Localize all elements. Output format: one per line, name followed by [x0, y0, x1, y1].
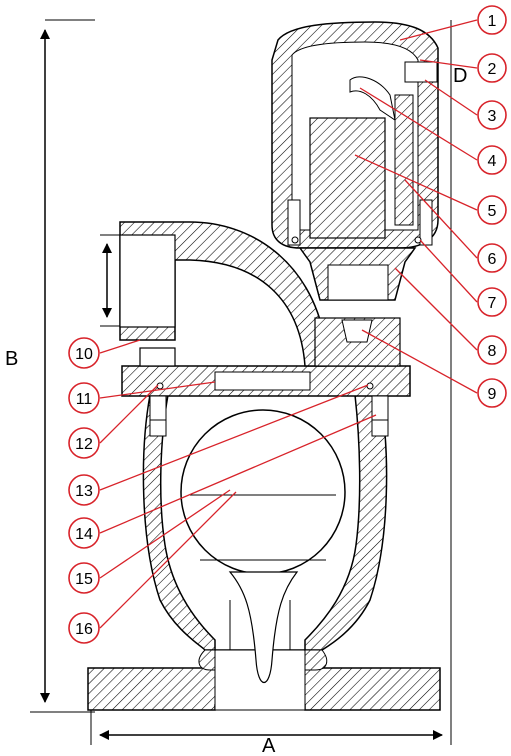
callout-circle-13: 13 [68, 474, 100, 506]
callout-label-1: 1 [488, 13, 497, 30]
callout-label-15: 15 [75, 571, 93, 588]
callout-circle-15: 15 [68, 562, 100, 594]
callout-circle-9: 9 [477, 378, 507, 408]
dimension-b-label: B [5, 348, 18, 370]
callout-circle-5: 5 [477, 195, 507, 225]
dimension-d-label: D [453, 65, 467, 87]
callout-label-5: 5 [488, 203, 497, 220]
float-ball [180, 409, 346, 683]
callout-circle-7: 7 [477, 287, 507, 317]
callout-leaders [99, 19, 478, 629]
callout-label-14: 14 [75, 526, 93, 543]
callout-label-13: 13 [75, 483, 93, 500]
callout-label-2: 2 [488, 61, 497, 78]
callout-circle-16: 16 [68, 612, 100, 644]
callout-circle-6: 6 [477, 243, 507, 273]
callout-circle-2: 2 [477, 53, 507, 83]
callout-circle-3: 3 [477, 100, 507, 130]
callout-circle-14: 14 [68, 517, 100, 549]
callout-label-12: 12 [75, 436, 93, 453]
valve-body [142, 394, 388, 671]
callout-circle-12: 12 [68, 427, 100, 459]
callout-label-9: 9 [488, 386, 497, 403]
callout-circle-10: 10 [68, 337, 100, 369]
upper-valve-housing [271, 21, 439, 367]
dimension-lines [30, 19, 452, 745]
callout-label-7: 7 [488, 295, 497, 312]
callout-circle-8: 8 [477, 335, 507, 365]
callout-label-6: 6 [488, 251, 497, 268]
callout-circle-4: 4 [477, 145, 507, 175]
callout-label-11: 11 [76, 391, 93, 408]
callout-circle-11: 11 [68, 382, 100, 414]
callout-label-4: 4 [488, 153, 497, 170]
callout-label-3: 3 [488, 108, 497, 125]
callout-label-8: 8 [488, 343, 497, 360]
callout-circle-1: 1 [477, 5, 507, 35]
cover-flange [121, 347, 411, 437]
dimension-a-label: A [262, 735, 276, 756]
elbow-outlet [119, 221, 326, 367]
callout-label-16: 16 [75, 621, 93, 638]
callout-label-10: 10 [75, 346, 93, 363]
